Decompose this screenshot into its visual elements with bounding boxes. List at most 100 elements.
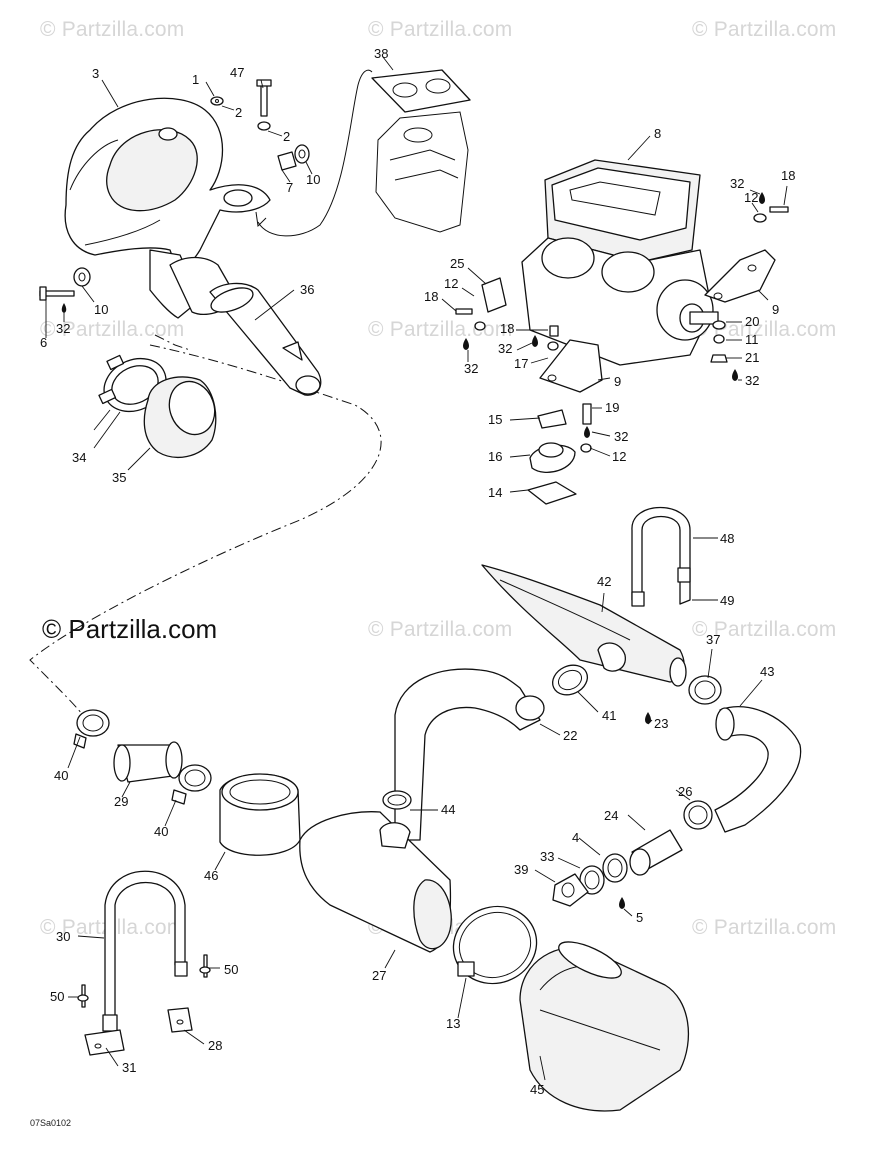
callout-49: 49 xyxy=(720,593,734,608)
callout-labels: 3 1 47 2 2 7 10 38 8 10 32 6 36 34 35 25… xyxy=(40,46,795,1097)
watermark: © Partzilla.com xyxy=(692,18,837,41)
callout-11: 11 xyxy=(745,332,759,347)
routing-arrow xyxy=(255,211,267,228)
callout-18: 18 xyxy=(424,289,438,304)
hose-43 xyxy=(714,705,802,833)
callout-40: 40 xyxy=(154,824,168,839)
callout-39: 39 xyxy=(514,862,528,877)
callout-8: 8 xyxy=(654,126,661,141)
callout-50: 50 xyxy=(50,989,64,1004)
callout-16: 16 xyxy=(488,449,502,464)
sealant-5 xyxy=(619,897,625,909)
watermark: © Partzilla.com xyxy=(40,18,185,41)
callout-18: 18 xyxy=(500,321,514,336)
callout-4: 4 xyxy=(572,830,579,845)
callout-32: 32 xyxy=(464,361,478,376)
callout-7: 7 xyxy=(286,180,293,195)
callout-2: 2 xyxy=(235,105,242,120)
clamp-40-top xyxy=(73,709,110,749)
callout-43: 43 xyxy=(760,664,774,679)
callout-10: 10 xyxy=(94,302,108,317)
callout-12: 12 xyxy=(744,190,758,205)
callout-40: 40 xyxy=(54,768,68,783)
cylinder-ghost xyxy=(375,111,469,233)
callout-38: 38 xyxy=(374,46,388,61)
callout-15: 15 xyxy=(488,412,502,427)
routing-line xyxy=(257,69,373,237)
nut-39 xyxy=(552,873,589,907)
callout-32: 32 xyxy=(614,429,628,444)
callout-20: 20 xyxy=(745,314,759,329)
clamp-44 xyxy=(382,790,412,810)
callout-18: 18 xyxy=(781,168,795,183)
watermark: © Partzilla.com xyxy=(692,618,837,641)
callout-46: 46 xyxy=(204,868,218,883)
callout-47: 47 xyxy=(230,65,244,80)
callout-12: 12 xyxy=(444,276,458,291)
callout-36: 36 xyxy=(300,282,314,297)
callout-24: 24 xyxy=(604,808,618,823)
outlet-pipe-42 xyxy=(481,564,687,687)
watermark-main: © Partzilla.com xyxy=(42,614,218,644)
bracket-31 xyxy=(84,1029,125,1056)
hardware-18-12-32 xyxy=(455,308,559,351)
gasket-4 xyxy=(602,853,628,883)
callout-5: 5 xyxy=(636,910,643,925)
clamp-37 xyxy=(688,675,722,705)
callout-1: 1 xyxy=(192,72,199,87)
gasket-38 xyxy=(371,69,471,113)
hardware-19-32-12 xyxy=(580,403,592,453)
coupler-sleeve-35 xyxy=(143,376,217,458)
callout-41: 41 xyxy=(602,708,616,723)
fastener-50 xyxy=(77,954,211,1008)
callout-3: 3 xyxy=(92,66,99,81)
callout-45: 45 xyxy=(530,1082,544,1097)
callout-26: 26 xyxy=(678,784,692,799)
bracket-25 xyxy=(481,277,507,313)
sleeve-46 xyxy=(219,773,301,856)
callout-29: 29 xyxy=(114,794,128,809)
callout-32: 32 xyxy=(745,373,759,388)
callout-28: 28 xyxy=(208,1038,222,1053)
routing-line xyxy=(154,334,191,351)
callout-44: 44 xyxy=(441,802,455,817)
diagram-code: 07Sa0102 xyxy=(30,1118,72,1128)
callout-2: 2 xyxy=(283,129,290,144)
bracket-9-left xyxy=(539,339,603,393)
callout-32: 32 xyxy=(56,321,70,336)
callout-35: 35 xyxy=(112,470,126,485)
callout-23: 23 xyxy=(654,716,668,731)
hardware-1-2-47 xyxy=(210,79,272,131)
callout-42: 42 xyxy=(597,574,611,589)
strap-48 xyxy=(631,507,691,607)
bolt-6-washer-10 xyxy=(39,267,91,313)
outlet-cone-36 xyxy=(209,282,322,396)
leader-lines xyxy=(45,56,788,1081)
routing-line xyxy=(29,344,382,719)
watermark: © Partzilla.com xyxy=(368,618,513,641)
mount-15-16-14 xyxy=(527,409,577,505)
strap-13 xyxy=(452,905,538,985)
callout-48: 48 xyxy=(720,531,734,546)
callout-32: 32 xyxy=(730,176,744,191)
callout-30: 30 xyxy=(56,929,70,944)
waterbox-45 xyxy=(519,941,690,1112)
engine-8 xyxy=(521,159,719,366)
callout-19: 19 xyxy=(605,400,619,415)
callout-22: 22 xyxy=(563,728,577,743)
spacer-7-10 xyxy=(277,144,310,171)
callout-10: 10 xyxy=(306,172,320,187)
callout-27: 27 xyxy=(372,968,386,983)
callout-37: 37 xyxy=(706,632,720,647)
callout-13: 13 xyxy=(446,1016,460,1031)
callout-25: 25 xyxy=(450,256,464,271)
clamp-41 xyxy=(551,664,589,696)
callout-21: 21 xyxy=(745,350,759,365)
muffler-27 xyxy=(299,811,452,953)
tube-29 xyxy=(113,741,183,783)
watermark: © Partzilla.com xyxy=(692,916,837,939)
watermark: © Partzilla.com xyxy=(368,18,513,41)
callout-12: 12 xyxy=(612,449,626,464)
strap-30 xyxy=(102,870,188,1032)
